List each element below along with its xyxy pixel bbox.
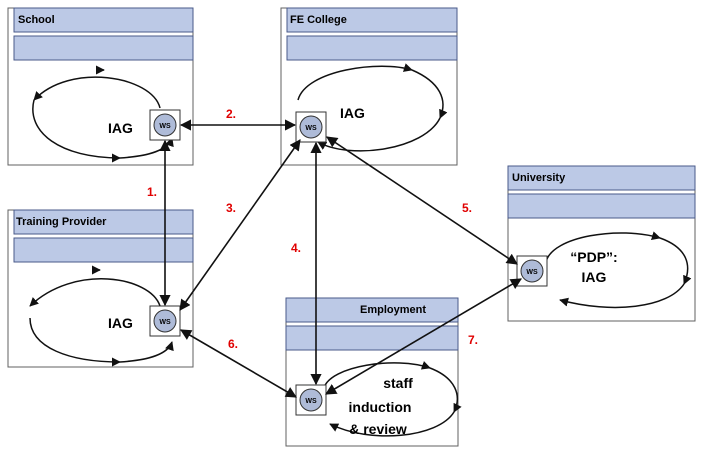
link-3-number: 3. [226,201,236,215]
employment-ws-node: WS [295,384,327,416]
link-5-arrow [326,136,518,265]
link-4-number: 4. [291,241,301,255]
university-cycle [545,231,692,309]
svg-text:WS: WS [305,398,317,405]
school-ws-node: WS [149,109,181,141]
employment-label-line1: staff [383,375,413,391]
school-subheader [13,35,194,61]
employment-box: Employment staff induction & review WS [285,297,462,447]
svg-text:WS: WS [159,123,171,130]
fe-college-ws-node: WS [295,111,327,143]
school-title: School [18,14,55,26]
school-iag-label: IAG [108,120,133,136]
training-provider-ws-node: WS [149,305,181,337]
link-1-number: 1. [147,185,157,199]
link-3-arrow [179,139,301,311]
university-ws-node: WS [516,255,548,287]
training-provider-iag-label: IAG [108,315,133,331]
employment-label-line3: & review [349,421,407,437]
link-7-arrow [325,278,522,395]
link-6-number: 6. [228,337,238,351]
link-7-number: 7. [468,333,478,347]
university-label-line2: IAG [582,269,607,285]
svg-text:WS: WS [305,125,317,132]
link-2-number: 2. [226,107,236,121]
university-title: University [512,172,566,184]
svg-text:WS: WS [526,269,538,276]
fe-college-iag-label: IAG [340,105,365,121]
school-header [13,7,194,33]
university-label-line1: “PDP”: [570,249,617,265]
fe-college-box: FE College IAG WS [280,7,458,166]
employment-label-line2: induction [349,399,412,415]
training-provider-cycle [29,265,174,367]
link-5-number: 5. [462,201,472,215]
training-provider-title: Training Provider [16,216,107,228]
employment-title: Employment [360,304,426,316]
fe-college-title: FE College [290,14,347,26]
link-6-arrow [180,329,297,398]
school-box: School IAG WS [7,7,194,166]
university-box: University “PDP”: IAG WS [507,165,696,322]
svg-text:WS: WS [159,319,171,326]
